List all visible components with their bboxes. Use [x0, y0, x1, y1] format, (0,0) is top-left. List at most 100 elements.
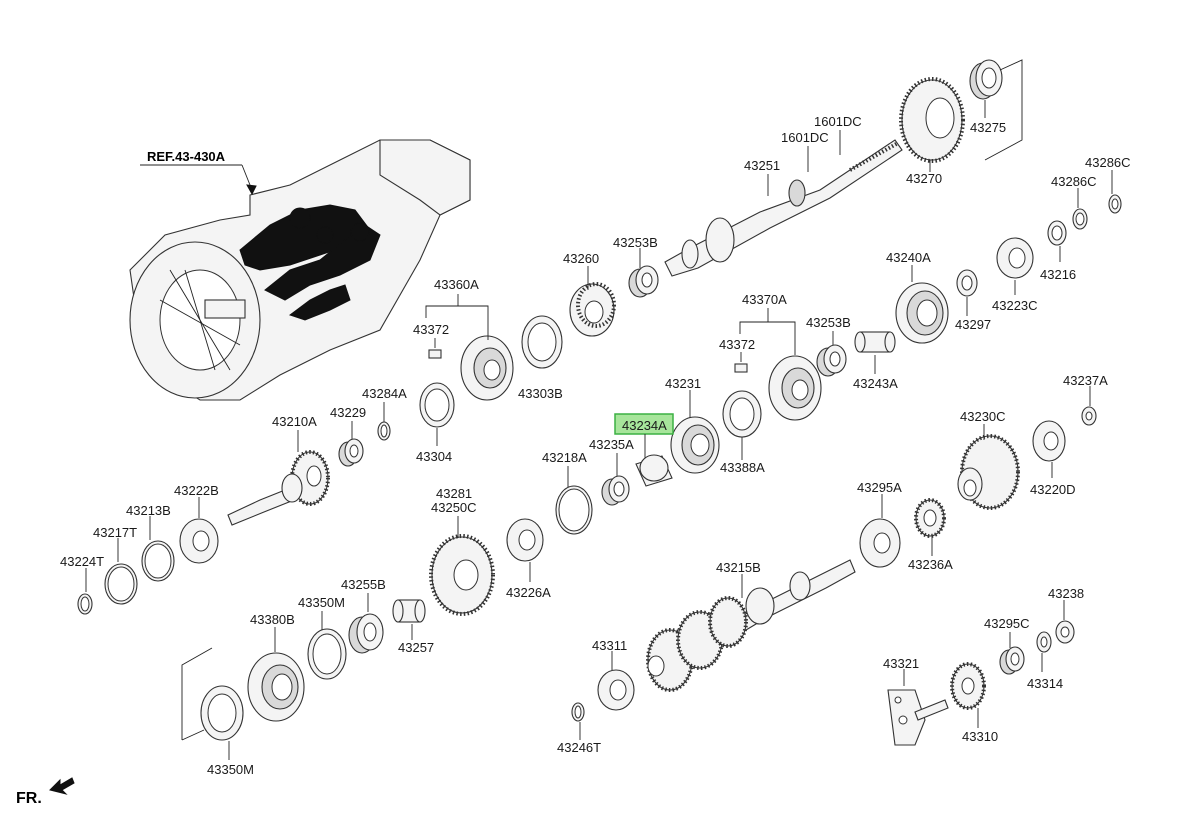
part-43223c-bearing[interactable]: [996, 237, 1034, 279]
part-43275-bearing[interactable]: [969, 59, 1003, 100]
part-43231-gear[interactable]: [670, 416, 720, 474]
part-43360a-synchronizer[interactable]: [460, 335, 514, 401]
label-43372-b[interactable]: 43372: [719, 337, 755, 352]
label-43251[interactable]: 43251: [744, 158, 780, 173]
part-43222b-bearing[interactable]: [179, 518, 219, 564]
label-43275[interactable]: 43275: [970, 120, 1006, 135]
label-43311[interactable]: 43311: [592, 638, 627, 653]
highlight-43234a[interactable]: [614, 413, 674, 435]
label-43216[interactable]: 43216: [1040, 267, 1076, 282]
part-43234a-collar[interactable]: [635, 454, 673, 487]
part-43311-bearing[interactable]: [597, 669, 635, 711]
label-43213b[interactable]: 43213B: [126, 503, 171, 518]
label-43230c[interactable]: 43230C: [960, 409, 1006, 424]
label-43223c[interactable]: 43223C: [992, 298, 1038, 313]
part-43270-gear[interactable]: [899, 77, 965, 163]
part-43253b-bearing-b[interactable]: [816, 344, 847, 377]
part-43218a-snap-ring[interactable]: [555, 485, 593, 535]
label-43238[interactable]: 43238: [1048, 586, 1084, 601]
part-43314-washer[interactable]: [1036, 631, 1052, 653]
label-43220d[interactable]: 43220D: [1030, 482, 1076, 497]
part-43321-shaft[interactable]: [887, 689, 949, 746]
label-43380b[interactable]: 43380B: [250, 612, 295, 627]
label-43370a[interactable]: 43370A: [742, 292, 787, 307]
label-43360a[interactable]: 43360A: [434, 277, 479, 292]
label-43388a[interactable]: 43388A: [720, 460, 765, 475]
part-43217t-shim[interactable]: [104, 563, 138, 605]
part-43372-key-b[interactable]: [734, 363, 748, 373]
part-43350m-ring-a[interactable]: [307, 628, 347, 680]
part-43388a-ring[interactable]: [722, 390, 762, 438]
label-43243a[interactable]: 43243A: [853, 376, 898, 391]
label-43224t[interactable]: 43224T: [60, 554, 104, 569]
part-43284a-clip[interactable]: [377, 421, 391, 441]
label-43314[interactable]: 43314: [1027, 676, 1063, 691]
label-1601dc-b[interactable]: 1601DC: [781, 130, 829, 145]
label-43250c[interactable]: 43250C: [431, 500, 477, 515]
part-43230c-gear[interactable]: [957, 434, 1020, 510]
label-43235a[interactable]: 43235A: [589, 437, 634, 452]
label-43236a[interactable]: 43236A: [908, 557, 953, 572]
part-43295a-bearing[interactable]: [859, 518, 901, 568]
part-43220d-bearing[interactable]: [1032, 420, 1066, 462]
part-43226a-bearing[interactable]: [506, 518, 544, 562]
part-43286c-ring-b[interactable]: [1108, 194, 1122, 214]
label-43321[interactable]: 43321: [883, 656, 919, 671]
part-43295c-bearing[interactable]: [999, 646, 1025, 675]
label-43372-a[interactable]: 43372: [413, 322, 449, 337]
part-43237a-nut[interactable]: [1081, 406, 1097, 426]
label-43303b[interactable]: 43303B: [518, 386, 563, 401]
part-43210a-shaft[interactable]: [227, 450, 330, 526]
part-43372-key-a[interactable]: [428, 349, 442, 359]
label-43218a[interactable]: 43218A: [542, 450, 587, 465]
label-43229[interactable]: 43229: [330, 405, 366, 420]
ref-label[interactable]: REF.43-430A: [147, 149, 226, 164]
part-43255b-bearing[interactable]: [348, 613, 384, 654]
label-43215b[interactable]: 43215B: [716, 560, 761, 575]
label-43217t[interactable]: 43217T: [93, 525, 137, 540]
label-43257[interactable]: 43257: [398, 640, 434, 655]
label-43246t[interactable]: 43246T: [557, 740, 601, 755]
part-43246t-clip[interactable]: [571, 702, 585, 722]
part-43370a-synchronizer[interactable]: [768, 355, 822, 421]
part-43240a-hub[interactable]: [895, 282, 949, 344]
part-43251-shaft[interactable]: [664, 139, 903, 277]
label-43286c-a[interactable]: 43286C: [1085, 155, 1131, 170]
part-43257-collar[interactable]: [392, 599, 426, 623]
label-43234a[interactable]: 43234A: [622, 418, 667, 433]
label-43350m-a[interactable]: 43350M: [298, 595, 345, 610]
part-43303b-ring[interactable]: [521, 315, 563, 369]
label-43270[interactable]: 43270: [906, 171, 942, 186]
label-43297[interactable]: 43297: [955, 317, 991, 332]
label-43281[interactable]: 43281: [436, 486, 472, 501]
label-43237a[interactable]: 43237A: [1063, 373, 1108, 388]
part-43243a-collar[interactable]: [854, 331, 896, 353]
label-43310[interactable]: 43310: [962, 729, 998, 744]
part-43350m-ring-b[interactable]: [200, 685, 244, 741]
label-43295c[interactable]: 43295C: [984, 616, 1030, 631]
part-43286c-ring-a[interactable]: [1072, 208, 1088, 230]
label-43240a[interactable]: 43240A: [886, 250, 931, 265]
part-43236a-gear[interactable]: [914, 498, 946, 538]
part-43235a-bearing[interactable]: [601, 475, 630, 506]
part-43253b-bearing-a[interactable]: [628, 265, 659, 298]
part-43310-gear[interactable]: [950, 662, 986, 710]
part-43224t-clip[interactable]: [77, 593, 93, 615]
part-43216-nut[interactable]: [1047, 220, 1067, 246]
part-43229-bearing[interactable]: [338, 438, 364, 467]
label-43222b[interactable]: 43222B: [174, 483, 219, 498]
part-43304-ring[interactable]: [419, 382, 455, 428]
label-43284a[interactable]: 43284A: [362, 386, 407, 401]
label-43255b[interactable]: 43255B: [341, 577, 386, 592]
part-43213b-snap-ring[interactable]: [141, 540, 175, 582]
label-43226a[interactable]: 43226A: [506, 585, 551, 600]
part-43238-nut[interactable]: [1055, 620, 1075, 644]
label-43210a[interactable]: 43210A: [272, 414, 317, 429]
label-43253b-a[interactable]: 43253B: [613, 235, 658, 250]
part-43380b-hub[interactable]: [247, 652, 305, 722]
label-43304[interactable]: 43304: [416, 449, 452, 464]
part-43250c-gear[interactable]: [429, 534, 495, 616]
label-43295a[interactable]: 43295A: [857, 480, 902, 495]
label-1601dc-a[interactable]: 1601DC: [814, 114, 862, 129]
part-43215b-countershaft[interactable]: [646, 559, 856, 692]
